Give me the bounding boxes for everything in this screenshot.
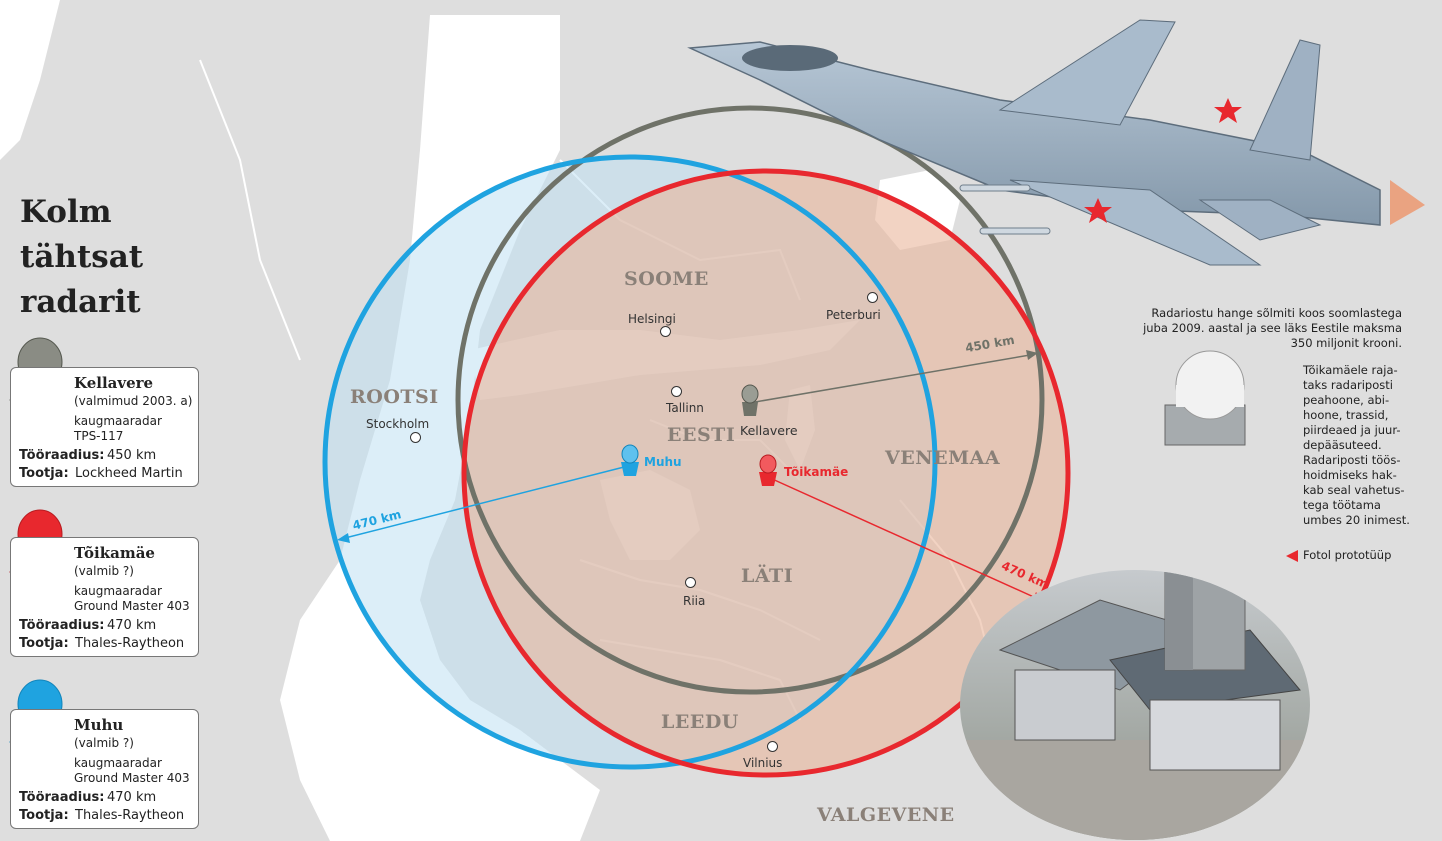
country-label-venemaa: VENEMAA bbox=[885, 447, 1001, 469]
radar-range-row: Tööraadius:470 km bbox=[19, 790, 157, 805]
radar-range-row: Tööraadius:470 km bbox=[19, 618, 157, 633]
radar-type: kaugmaaradar bbox=[74, 414, 162, 428]
muhu-radar-icon bbox=[621, 444, 639, 476]
radar-type: kaugmaaradar bbox=[74, 584, 162, 598]
radar-status: (valmimud 2003. a) bbox=[74, 394, 193, 408]
photo-caption: Fotol prototüüp bbox=[1303, 548, 1392, 562]
radar-name: Kellavere bbox=[74, 374, 154, 392]
norwegian-sea bbox=[0, 0, 60, 160]
kellavere-coverage-ring bbox=[455, 105, 1045, 695]
radome-tower bbox=[1164, 350, 1246, 446]
gulf-bothnia bbox=[460, 15, 530, 190]
country-label-rootsi: ROOTSI bbox=[350, 386, 439, 408]
city-label-tallinn: Tallinn bbox=[666, 401, 704, 415]
radar-name: Muhu bbox=[74, 716, 124, 734]
radar-model: Ground Master 403 bbox=[74, 771, 190, 785]
kellavere-radar-icon bbox=[741, 384, 759, 416]
radar-status: (valmib ?) bbox=[74, 564, 134, 578]
muhu-coverage-ring bbox=[322, 154, 938, 770]
muhu-range-arrow bbox=[337, 465, 629, 543]
radar-station-photo bbox=[960, 570, 1310, 840]
city-label-stockholm: Stockholm bbox=[366, 417, 430, 431]
radar-maker-row: Tootja:Thales-Raytheon bbox=[19, 808, 185, 823]
radar-status: (valmib ?) bbox=[74, 736, 134, 750]
kellavere-range-arrow bbox=[754, 350, 1038, 403]
construction-note: Tõikamäele raja- taks radariposti peahoo… bbox=[1303, 363, 1410, 527]
map-label-kellavere: Kellavere bbox=[740, 423, 798, 438]
photo-caption-arrow bbox=[1286, 550, 1298, 562]
toikamae-radar-icon bbox=[759, 454, 777, 486]
radar-range-row: Tööraadius:450 km bbox=[19, 448, 157, 463]
radar-model: Ground Master 403 bbox=[74, 599, 190, 613]
toikamae-coverage-ring bbox=[461, 168, 1071, 778]
country-label-eesti: EESTI bbox=[667, 424, 736, 446]
legend-card-kellavere: Kellavere (valmimud 2003. a) kaugmaarada… bbox=[10, 367, 199, 487]
fighter-jet-illustration bbox=[687, 19, 1425, 266]
city-dot-riia bbox=[685, 577, 696, 588]
city-dot-tallinn bbox=[671, 386, 682, 397]
country-label-lati: LÄTI bbox=[741, 565, 794, 587]
radar-maker-row: Tootja:Thales-Raytheon bbox=[19, 636, 185, 651]
map-label-toikamae: Tõikamäe bbox=[784, 465, 849, 479]
page-title: Kolm tähtsat radarit bbox=[20, 194, 144, 320]
country-label-soome: SOOME bbox=[624, 268, 709, 290]
radar-name: Tõikamäe bbox=[74, 544, 155, 562]
country-label-leedu: LEEDU bbox=[661, 711, 739, 733]
procurement-note: Radariostu hange sõlmiti koos soomlasteg… bbox=[1143, 306, 1402, 350]
radar-maker-row: Tootja:Lockheed Martin bbox=[19, 466, 183, 481]
city-label-peterburi: Peterburi bbox=[826, 308, 881, 322]
country-label-valgevene: VALGEVENE bbox=[817, 804, 955, 826]
legend-card-muhu: Muhu (valmib ?) kaugmaaradar Ground Mast… bbox=[10, 709, 199, 829]
city-dot-vilnius bbox=[767, 741, 778, 752]
city-dot-stockholm bbox=[410, 432, 421, 443]
city-label-riia: Riia bbox=[683, 594, 706, 608]
map-label-muhu: Muhu bbox=[644, 455, 682, 469]
city-label-vilnius: Vilnius bbox=[743, 756, 783, 770]
city-dot-helsingi bbox=[660, 326, 671, 337]
radar-type: kaugmaaradar bbox=[74, 756, 162, 770]
city-dot-peterburi bbox=[867, 292, 878, 303]
radar-model: TPS-117 bbox=[74, 429, 124, 443]
city-label-helsingi: Helsingi bbox=[628, 312, 676, 326]
legend-card-toikamae: Tõikamäe (valmib ?) kaugmaaradar Ground … bbox=[10, 537, 199, 657]
